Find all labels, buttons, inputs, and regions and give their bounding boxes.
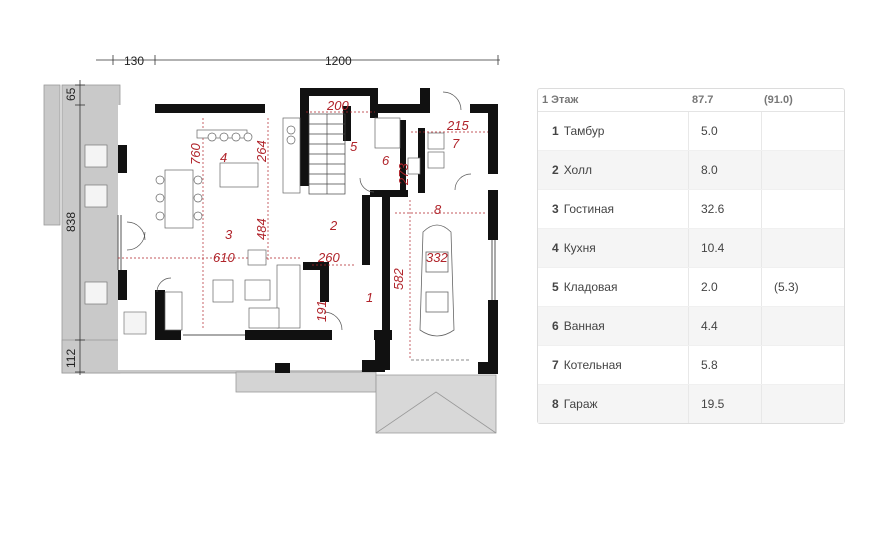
room-name: Ванная xyxy=(563,319,605,333)
room-label-2: 2 xyxy=(329,218,338,233)
table-row: 2 Холл 8.0 xyxy=(538,151,844,190)
bathroom-fixtures xyxy=(374,117,445,175)
dim-582: 582 xyxy=(391,268,406,290)
dim-left-top: 65 xyxy=(64,87,78,101)
room-name: Кухня xyxy=(563,241,596,255)
room-name: Котельная xyxy=(563,358,622,372)
dim-273: 273 xyxy=(396,163,411,186)
room-area-extra xyxy=(762,151,844,189)
total-area-alt: (91.0) xyxy=(764,94,793,106)
room-area-extra xyxy=(762,190,844,228)
room-number: 8 xyxy=(552,397,559,411)
dim-left-main: 838 xyxy=(64,212,78,232)
room-number: 2 xyxy=(552,163,559,177)
room-area: 19.5 xyxy=(689,385,762,423)
dim-332: 332 xyxy=(426,250,448,265)
dim-484: 484 xyxy=(254,218,269,240)
room-name-cell: 3 Гостиная xyxy=(538,190,689,228)
table-row: 4 Кухня 10.4 xyxy=(538,229,844,268)
room-name-cell: 4 Кухня xyxy=(538,229,689,267)
dim-215: 215 xyxy=(446,118,469,133)
room-number: 1 xyxy=(552,124,559,138)
room-area-extra: (5.3) xyxy=(774,280,799,294)
room-name: Кладовая xyxy=(563,280,618,294)
room-area-extra xyxy=(762,346,844,384)
table-header: 1 Этаж 87.7 (91.0) xyxy=(538,89,844,112)
room-name-cell: 6 Ванная xyxy=(538,307,689,345)
room-area: 10.4 xyxy=(689,229,762,267)
table-row: 8 Гараж 19.5 xyxy=(538,385,844,423)
table-row: 3 Гостиная 32.6 xyxy=(538,190,844,229)
room-label-4: 4 xyxy=(220,150,227,165)
dim-left-bottom: 112 xyxy=(64,349,78,368)
table-row: 1 Тамбур 5.0 xyxy=(538,112,844,151)
room-number: 4 xyxy=(552,241,559,255)
car-outline xyxy=(411,224,470,361)
table-row: 5 Кладовая 2.0 (5.3) xyxy=(538,268,844,307)
room-number: 3 xyxy=(552,202,559,216)
dimension-lines xyxy=(75,55,500,375)
dim-top-left: 130 xyxy=(124,54,144,68)
room-area: 2.0 xyxy=(689,268,762,306)
windows xyxy=(117,215,496,336)
living-furniture xyxy=(155,169,301,331)
room-label-7: 7 xyxy=(452,136,460,151)
room-label-3: 3 xyxy=(225,227,233,242)
room-area: 8.0 xyxy=(689,151,762,189)
dim-200: 200 xyxy=(326,98,349,113)
room-number: 6 xyxy=(552,319,559,333)
dim-191: 191 xyxy=(314,300,329,322)
dim-260: 260 xyxy=(317,250,340,265)
floor-label: 1 Этаж xyxy=(542,94,579,106)
room-area-extra xyxy=(762,307,844,345)
room-number: 7 xyxy=(552,358,559,372)
room-name-cell: 7 Котельная xyxy=(538,346,689,384)
staircase xyxy=(308,113,346,195)
driveway xyxy=(375,374,497,434)
axis-lines xyxy=(118,111,488,360)
room-area-extra xyxy=(762,385,844,423)
room-number: 5 xyxy=(552,280,559,294)
room-name: Гараж xyxy=(563,397,598,411)
room-label-8: 8 xyxy=(434,202,442,217)
room-name: Холл xyxy=(563,163,592,177)
room-area-table: 1 Этаж 87.7 (91.0) 1 Тамбур 5.0 2 Холл 8.0 3 Го… xyxy=(537,88,845,424)
room-area: 5.0 xyxy=(689,112,762,150)
doors xyxy=(126,91,472,331)
kitchen-furniture xyxy=(196,117,301,194)
room-label-6: 6 xyxy=(382,153,390,168)
room-name: Тамбур xyxy=(563,124,605,138)
room-name-cell: 2 Холл xyxy=(538,151,689,189)
room-name: Гостиная xyxy=(563,202,615,216)
total-area: 87.7 xyxy=(692,94,714,106)
room-label-5: 5 xyxy=(350,139,358,154)
walls xyxy=(118,88,498,374)
room-area-extra xyxy=(762,229,844,267)
dim-264: 264 xyxy=(254,140,269,163)
room-name-cell: 1 Тамбур xyxy=(538,112,689,150)
table-row: 7 Котельная 5.8 xyxy=(538,346,844,385)
dim-610: 610 xyxy=(213,250,235,265)
room-area: 32.6 xyxy=(689,190,762,228)
room-name-cell: 5 Кладовая xyxy=(538,268,689,306)
terrace-furniture xyxy=(84,144,147,335)
room-label-1: 1 xyxy=(366,290,373,305)
dim-760: 760 xyxy=(188,143,203,165)
room-area: 5.8 xyxy=(689,346,762,384)
floor-plan: 130 1200 65 838 112 xyxy=(43,54,500,434)
room-area: 4.4 xyxy=(689,307,762,345)
dim-top-main: 1200 xyxy=(325,54,352,68)
table-row: 6 Ванная 4.4 xyxy=(538,307,844,346)
room-name-cell: 8 Гараж xyxy=(538,385,689,423)
room-area-extra xyxy=(762,112,844,150)
